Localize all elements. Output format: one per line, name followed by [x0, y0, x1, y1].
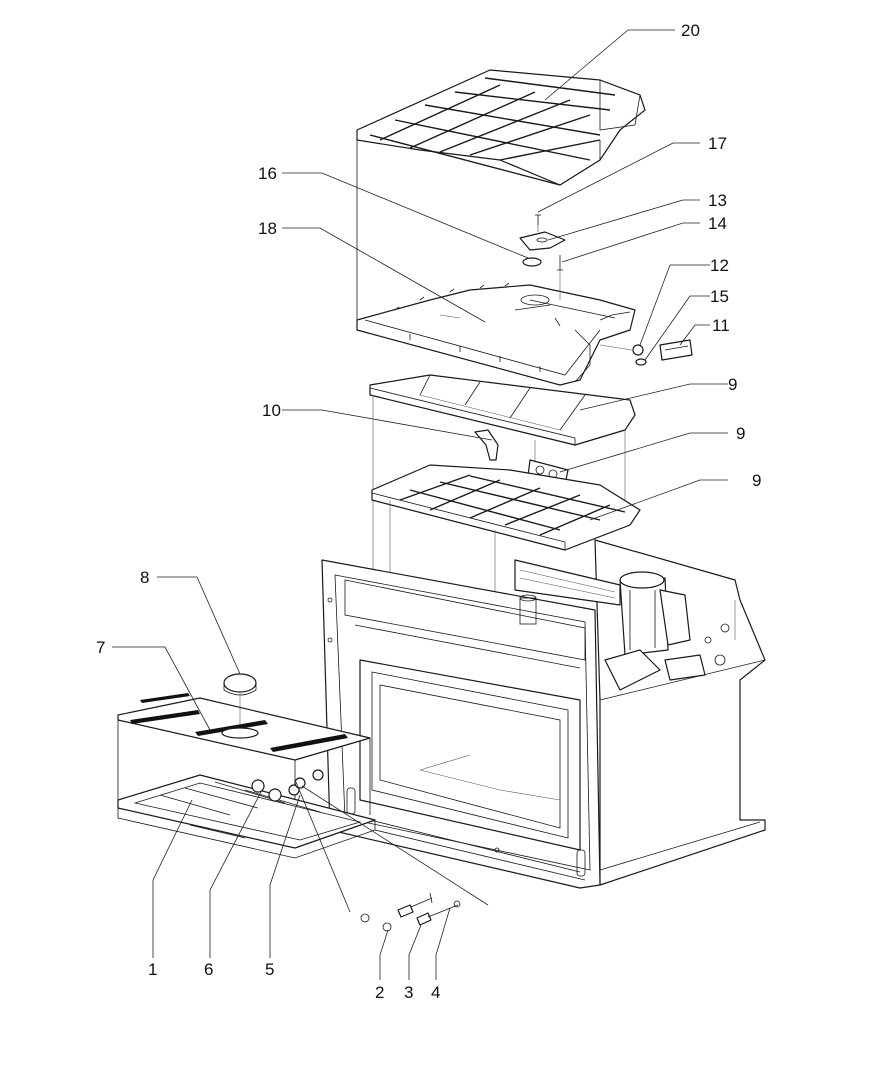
callout-16: 15	[710, 287, 729, 306]
oven-main-body	[321, 539, 766, 889]
callout-9-upper: 9	[728, 375, 737, 394]
callout-leader-lines	[112, 29, 728, 980]
part-14-15-17-18-fasteners	[519, 214, 566, 300]
part-20-top-cover	[356, 69, 646, 320]
callout-9-lower: 9	[752, 471, 761, 490]
callout-3: 3	[404, 983, 413, 1002]
callout-4: 4	[431, 983, 440, 1002]
part-7-control-panel	[117, 693, 371, 830]
part-12-13-16-components	[599, 339, 693, 366]
parts-2-3-4-screws	[360, 892, 461, 932]
callout-10: 9	[736, 424, 745, 443]
callout-15: 14	[708, 214, 727, 233]
callout-14: 13	[708, 191, 727, 210]
callout-13: 12	[710, 256, 729, 275]
part-19-upper-panel	[356, 282, 636, 386]
callout-19: 18	[258, 219, 277, 238]
part-1-front-frame	[117, 769, 376, 859]
callout-2: 2	[375, 983, 384, 1002]
callout-7: 7	[96, 638, 105, 657]
callout-18: 17	[708, 134, 727, 153]
callout-11: 10	[262, 401, 281, 420]
callout-8: 8	[140, 568, 149, 587]
callout-5: 5	[265, 960, 274, 979]
callout-12: 11	[712, 316, 730, 335]
callout-20: 20	[681, 21, 700, 40]
callout-17: 16	[258, 164, 277, 183]
callout-6: 6	[204, 960, 213, 979]
callout-labels: 20 17 16 13 14 18 12 15 11 9 10 9 9 8 7 …	[96, 21, 761, 1002]
callout-1: 1	[148, 960, 157, 979]
